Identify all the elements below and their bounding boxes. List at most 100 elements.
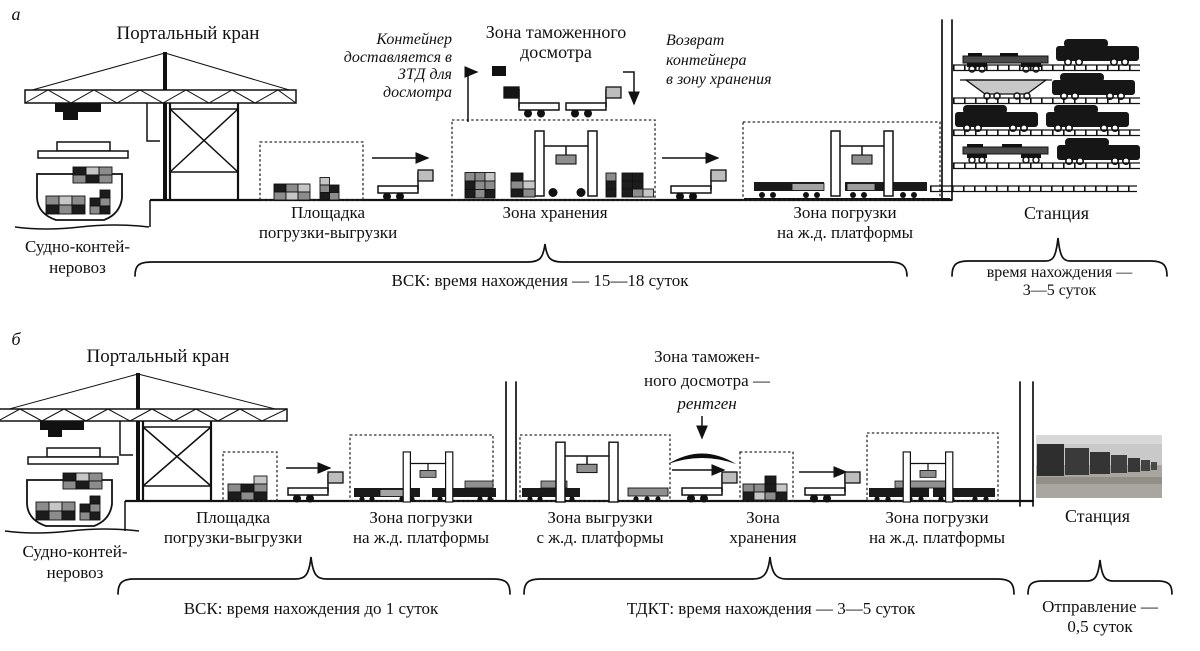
container-box (85, 174, 100, 184)
customs-zone-label-b: Зона таможен- ного досмотра — рентген (644, 347, 770, 413)
customs-zone-label-a: Зона таможенного досмотра (485, 22, 627, 62)
zone-label-rail-unloading-b: Зона выгрузки с ж.д. платформы (536, 508, 664, 547)
container-box (319, 177, 330, 186)
station-tracks (930, 38, 1141, 193)
container-box (329, 192, 340, 201)
container-box (72, 174, 87, 184)
container-box (253, 491, 268, 501)
container-box (253, 483, 268, 493)
portal-crane-icon (0, 373, 288, 501)
terminal-boundary (941, 19, 953, 201)
container-box (285, 191, 299, 201)
crane-label-a: Портальный кран (116, 23, 260, 44)
station-brace (951, 237, 1168, 277)
container-box (71, 204, 86, 215)
container-box (89, 197, 101, 207)
container-box (273, 191, 287, 201)
to-customs-arrow (464, 66, 479, 122)
container-box (227, 491, 242, 501)
zone-label-loading-area-a: Площадка погрузки-выгрузки (258, 203, 398, 242)
rail-loading-zone-box (742, 121, 941, 201)
container-box (240, 483, 255, 493)
tdkt-brace-label-b: ТДКТ: время нахождения — 3—5 суток (626, 599, 916, 618)
storage-zone-box (739, 451, 794, 502)
container-icon (492, 66, 506, 76)
container-box (474, 172, 486, 182)
container-box (99, 197, 111, 207)
container-box (775, 483, 788, 493)
container-box (605, 188, 617, 198)
container-box (522, 180, 536, 190)
storage-zone-box (451, 119, 656, 201)
rail-flatcars (522, 480, 669, 502)
container-box (484, 172, 496, 182)
container-box (464, 180, 476, 190)
vsk-brace-label-b: ВСК: время нахождения до 1 суток (183, 599, 439, 618)
container-box (632, 172, 644, 182)
container-box (99, 189, 111, 199)
container-box (273, 183, 287, 193)
container-box (227, 483, 242, 493)
container-box (632, 180, 644, 190)
container-box (621, 172, 633, 182)
container-box (297, 183, 311, 193)
container-stacks (227, 172, 788, 501)
container-ship-icon (36, 141, 129, 221)
container-box (99, 205, 111, 215)
container-box (89, 205, 101, 215)
container-box (253, 475, 268, 485)
station-label-a: Станция (1023, 203, 1090, 223)
rail-unloading-zone-box (519, 434, 671, 502)
container-box (642, 188, 654, 198)
container-box (753, 491, 766, 501)
zone-label-loading-area-b: Площадка погрузки-выгрузки (163, 508, 303, 547)
departure-brace-label-b: Отправление — 0,5 суток (1042, 597, 1158, 636)
container-box (58, 204, 73, 215)
container-box (319, 192, 330, 201)
return-arrow (623, 71, 640, 106)
container-box (522, 188, 536, 198)
departure-brace (1027, 559, 1173, 595)
vsk-brace-label-a: ВСК: время нахождения — 15—18 суток (391, 271, 689, 290)
vsk-brace (134, 243, 908, 277)
zone-label-rail-loading-1-b: Зона погрузки на ж.д. платформы (352, 508, 490, 547)
tdkt-brace (523, 556, 1015, 595)
container-box (510, 188, 524, 198)
loading-area-box (259, 141, 364, 201)
container-box (621, 180, 633, 190)
container-box (240, 491, 255, 501)
container-box (484, 189, 496, 199)
container-box (85, 166, 100, 176)
rail-loading-zone-1-box (349, 434, 494, 502)
container-box (45, 204, 60, 215)
container-box (764, 491, 777, 501)
container-box (98, 166, 113, 176)
container-box (510, 180, 524, 190)
station-label-b: Станция (1064, 506, 1131, 526)
zone-label-rail-loading-2-b: Зона погрузки на ж.д. платформы (868, 508, 1006, 547)
container-box (98, 174, 113, 184)
panel-a-marker: а (11, 4, 21, 24)
zone-label-storage-a: Зона хранения (502, 203, 608, 222)
container-box (72, 166, 87, 176)
container-box (605, 180, 617, 190)
container-box (464, 172, 476, 182)
zone-label-rail-loading-a: Зона погрузки на ж.д. платформы (776, 203, 914, 242)
ship-label-b: Судно-контей- неровоз (22, 542, 128, 582)
panel-b-marker: б (11, 329, 21, 349)
container-box (510, 172, 524, 182)
container-box (605, 172, 617, 182)
terminal-boundary (505, 381, 517, 502)
container-box (45, 195, 60, 206)
container-box (484, 180, 496, 190)
xray-scanner-icon (668, 453, 736, 464)
crane-label-b: Портальный кран (86, 346, 230, 367)
zone-label-storage-b: Зона хранения (729, 508, 797, 547)
container-box (319, 184, 330, 193)
container-box (742, 483, 755, 493)
terminal-boundary (1019, 381, 1034, 507)
container-box (329, 184, 340, 193)
panel-a-drawing (14, 19, 1168, 277)
container-box (71, 195, 86, 206)
